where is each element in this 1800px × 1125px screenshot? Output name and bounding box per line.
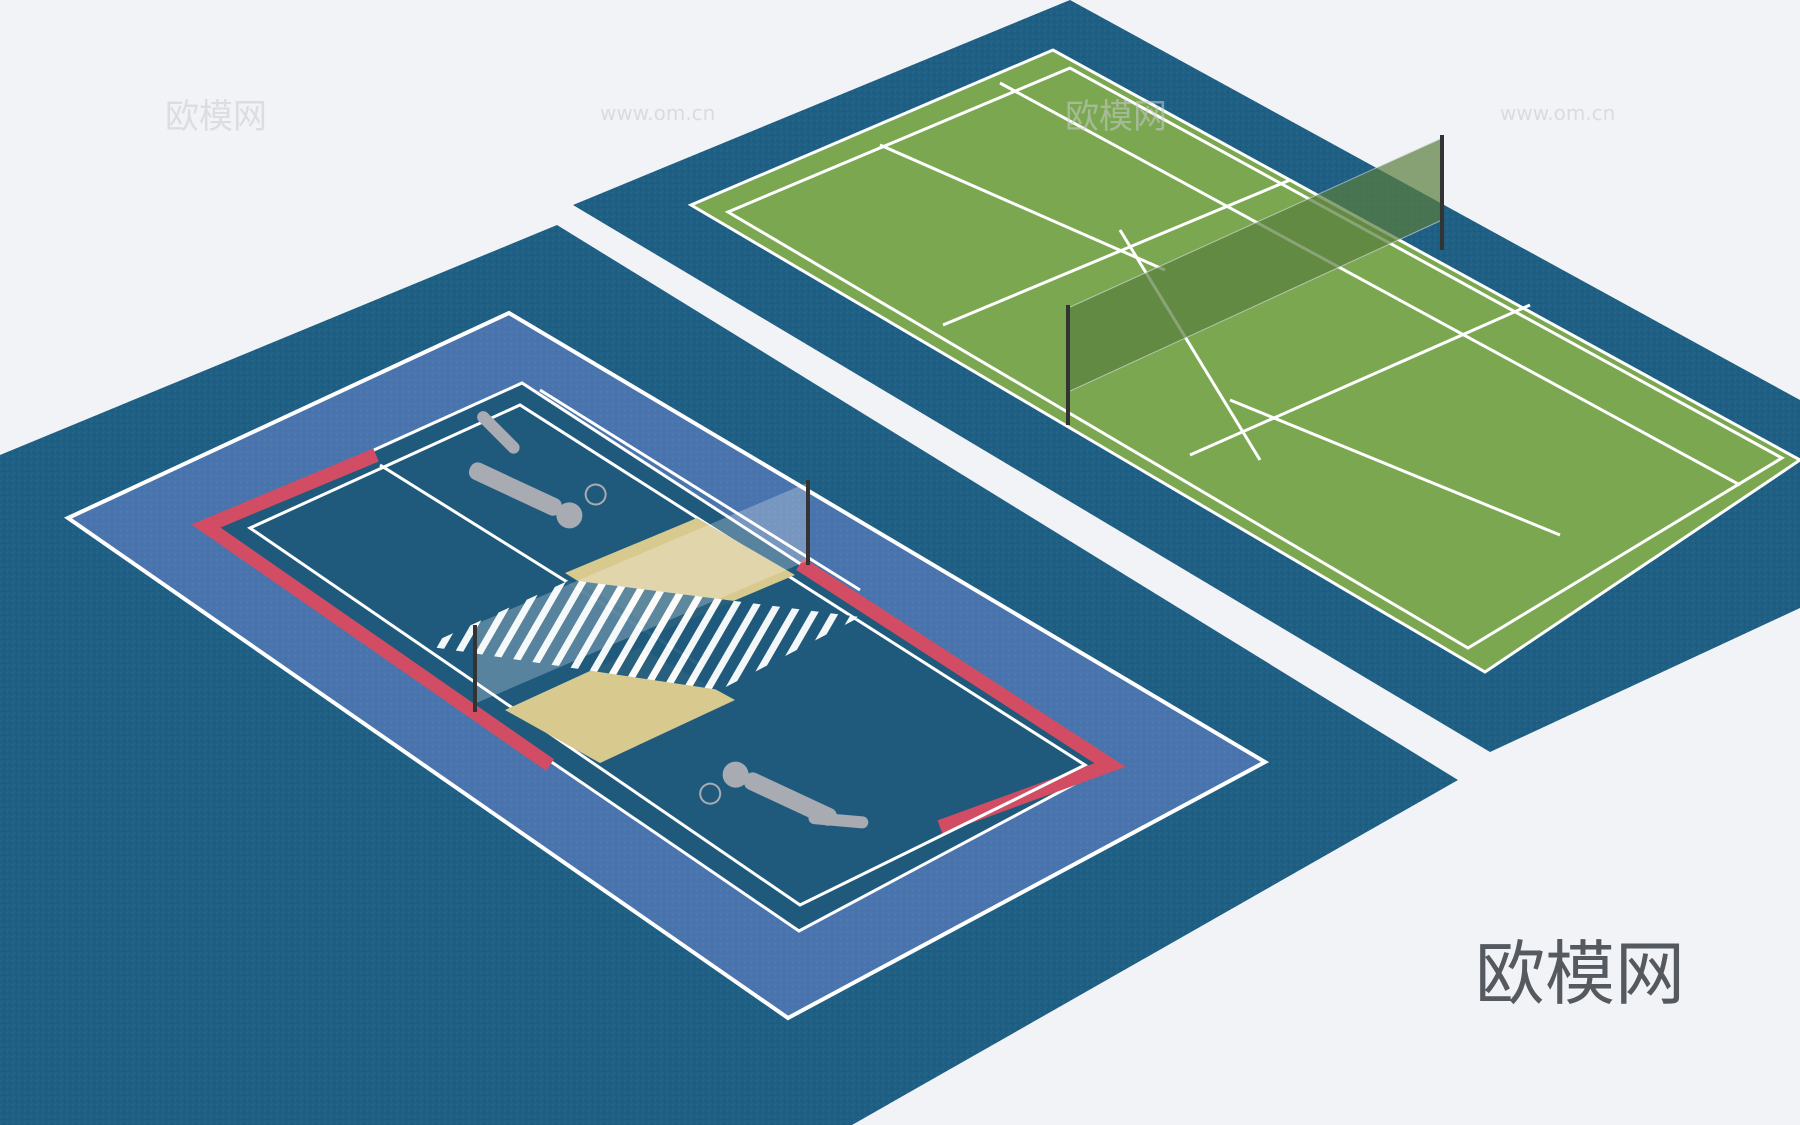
watermark-text: 欧模网 <box>1065 97 1167 137</box>
right-court-lines <box>687 48 1800 674</box>
watermark-url: www.om.cn <box>600 101 715 125</box>
left-court-red-band-2 <box>796 558 1126 834</box>
left-court-inner-lines <box>246 403 1089 907</box>
watermark-tiles: 欧模网 www.om.cn 欧模网 www.om.cn <box>165 97 1615 137</box>
watermark-text: 欧模网 <box>165 97 267 137</box>
badminton-player-icon <box>468 411 607 529</box>
watermark-url: www.om.cn <box>1500 101 1615 125</box>
left-court-red-band <box>191 448 554 771</box>
badminton-player-icon-2 <box>699 761 869 829</box>
left-court-hatched-strip <box>425 580 860 690</box>
brand-watermark: 欧模网 <box>1475 933 1685 1015</box>
right-court-green-surface <box>691 50 1800 672</box>
